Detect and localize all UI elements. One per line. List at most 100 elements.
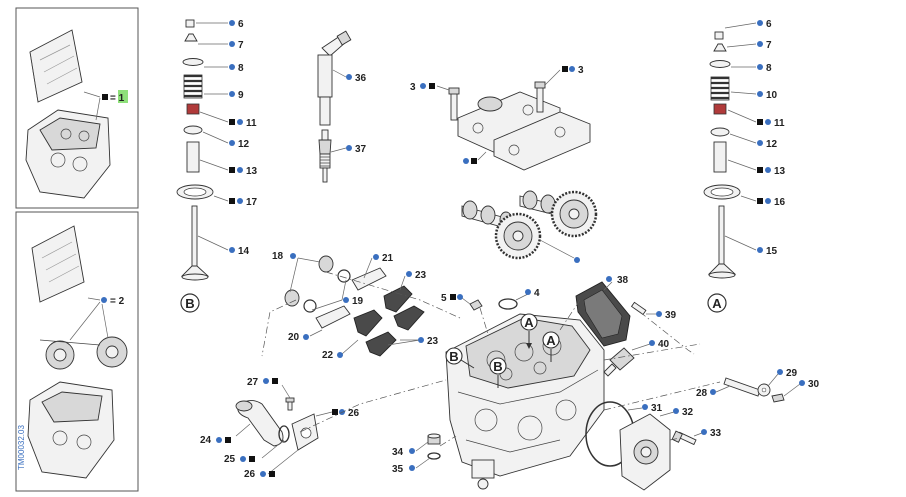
callout-34: 34 (392, 447, 404, 458)
callout-12: 12 (238, 139, 250, 150)
cam-cap-bolt-icon (448, 81, 546, 121)
screw-icon-30 (771, 393, 785, 403)
o-ring-icon (498, 298, 518, 310)
valve-cap-icon (185, 19, 195, 28)
valve-seal-icon (186, 103, 200, 115)
callout-15: 15 (766, 246, 778, 257)
callout-11-left: 11 (246, 118, 257, 129)
ignition-coil-icon (317, 30, 352, 126)
cylinder-head-markers: A A B B (445, 313, 560, 388)
callout-3-left: 3 (410, 82, 416, 93)
callout-20: 20 (288, 332, 300, 343)
shaft-pin-icon (723, 377, 761, 397)
circle-letter-a2: A (546, 333, 556, 348)
callout-21: 21 (382, 253, 394, 264)
kit-sidebar: = 1 = 2 TM00032.03 (15, 7, 139, 492)
rocker-shaft-icon (351, 267, 387, 291)
kit-1-label: = 1 (110, 93, 125, 104)
circle-letter-b2: B (493, 359, 502, 374)
callout-37: 37 (355, 144, 367, 155)
bolt-icon-39 (630, 301, 647, 316)
gasket-sheet-icon-2 (31, 225, 85, 303)
callout-5: 5 (441, 293, 447, 304)
callout-19: 19 (352, 296, 364, 307)
cam-gear-icon (494, 190, 598, 260)
cover-plate-icon (575, 281, 631, 347)
callout-28: 28 (696, 388, 708, 399)
callout-33: 33 (710, 428, 722, 439)
callout-8-left: 8 (238, 63, 244, 74)
callout-39: 39 (665, 310, 677, 321)
callout-16: 16 (774, 197, 786, 208)
cylinder-head-icon-main (445, 313, 605, 490)
circle-letter-a: A (712, 296, 722, 311)
callout-29: 29 (786, 368, 798, 379)
callout-4: 4 (534, 288, 540, 299)
water-elbow-icon (235, 400, 284, 447)
callout-14: 14 (238, 246, 250, 257)
valve-assembly-exhaust: B (176, 19, 229, 313)
washer-icon-29 (757, 383, 771, 397)
callout-36: 36 (355, 73, 367, 84)
valve-spring-icon (183, 74, 203, 99)
callout-11-right: 11 (774, 118, 785, 129)
gasket-sheet-icon (29, 29, 83, 103)
callout-25: 25 (224, 454, 236, 465)
rocker-arm-icon (353, 285, 425, 357)
valve-icon-right (707, 205, 737, 279)
dot-marker (101, 297, 107, 303)
spark-plug-icon (318, 129, 332, 183)
callout-32: 32 (682, 407, 694, 418)
callout-7-left: 7 (238, 40, 244, 51)
valve-guide-icon (186, 141, 200, 173)
callout-10: 10 (766, 90, 778, 101)
callout-17: 17 (246, 197, 258, 208)
callout-18: 18 (272, 251, 284, 262)
callout-3-right: 3 (578, 65, 584, 76)
valve-icon (180, 205, 210, 281)
circle-letter-b1: B (449, 349, 458, 364)
plug-bolt-icon (469, 299, 483, 311)
elbow-gasket-icon (278, 413, 319, 451)
callout-9: 9 (238, 90, 244, 101)
callout-35: 35 (392, 464, 404, 475)
circle-letter-b: B (185, 296, 194, 311)
valve-spring-icon-right (710, 76, 730, 101)
small-bolt-icon (285, 397, 295, 411)
circle-marker-b (180, 293, 200, 313)
callout-7-right: 7 (766, 40, 772, 51)
side-cover-icon (619, 413, 671, 491)
callout-23-bottom: 23 (427, 336, 439, 347)
callout-26-top: 26 (348, 408, 360, 419)
cylinder-head-icon-2 (27, 381, 115, 479)
cover-bolt-icon (671, 430, 697, 446)
washer-icon-35 (427, 452, 441, 460)
callout-26-bottom: 26 (244, 469, 256, 480)
kit-2-label: = 2 (110, 296, 125, 307)
callout-6-right: 6 (766, 19, 772, 30)
assembly-guide-lines (261, 271, 721, 447)
camshaft-gears-icon (39, 336, 128, 370)
rocker-shaft-plugs-icon (284, 255, 387, 329)
cam-cap-bracket-icon (457, 91, 591, 171)
document-code: TM00032.03 (17, 425, 26, 470)
cylinder-head-icon (25, 109, 111, 199)
circle-letter-a1: A (524, 315, 534, 330)
temperature-sensor-icon (603, 347, 635, 377)
callout-30: 30 (808, 379, 820, 390)
callout-8-right: 8 (766, 63, 772, 74)
plug-icon-34 (427, 433, 441, 445)
square-marker (102, 94, 108, 100)
callout-22: 22 (322, 350, 334, 361)
callout-24: 24 (200, 435, 212, 446)
valve-assembly-intake: A (703, 22, 757, 313)
callout-40: 40 (658, 339, 670, 350)
callout-6-left: 6 (238, 19, 244, 30)
callout-12-right: 12 (766, 139, 778, 150)
highlight-box (118, 90, 128, 103)
callout-23-top: 23 (415, 270, 427, 281)
callout-13-right: 13 (774, 166, 786, 177)
callout-27: 27 (247, 377, 259, 388)
circle-marker-a (707, 293, 727, 313)
